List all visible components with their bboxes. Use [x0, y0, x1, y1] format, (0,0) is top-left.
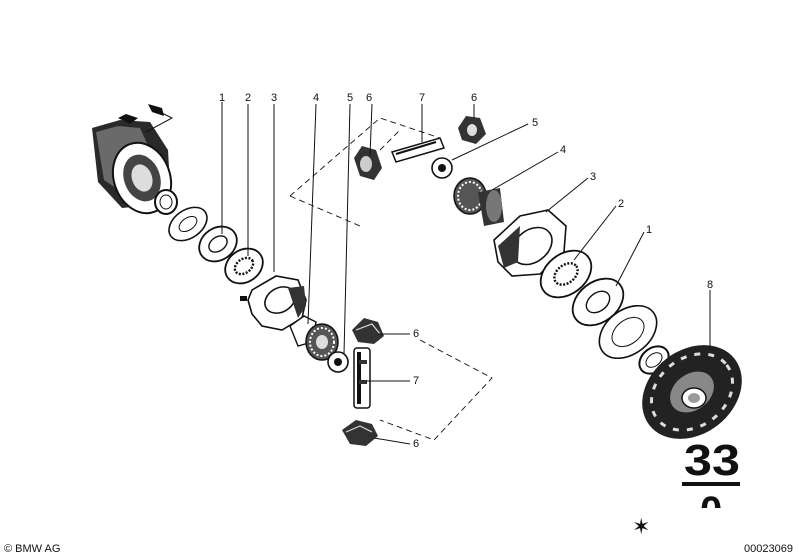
spacer-ring-left — [327, 351, 349, 373]
callout-7-lower: 7 — [413, 375, 419, 387]
callout-1-left: 1 — [219, 92, 225, 104]
pinion-shaft-lower — [353, 347, 371, 409]
callout-2-left: 2 — [245, 92, 251, 104]
thrust-washer-right — [598, 304, 658, 360]
differential-cover — [642, 345, 742, 439]
group-number: 33 — [684, 436, 740, 485]
callout-3-right: 3 — [590, 171, 596, 183]
callout-5-right: 5 — [532, 117, 538, 129]
friction-disc-2-left — [224, 247, 264, 285]
planet-gear-lower-bottom — [342, 420, 378, 446]
callout-8: 8 — [707, 279, 713, 291]
housing-bolt — [145, 104, 174, 133]
friction-disc-1-left — [198, 225, 238, 263]
friction-disc-2-right — [539, 249, 593, 299]
planet-gear-lower-top — [352, 318, 384, 344]
leader-lines — [221, 102, 711, 445]
planet-gear-upper-left — [354, 146, 382, 180]
callout-2-right: 2 — [618, 198, 624, 210]
small-seal-ring — [154, 189, 178, 215]
callout-6-lower-top: 6 — [413, 328, 419, 340]
planet-gear-upper-right — [458, 116, 486, 144]
differential-housing — [92, 114, 173, 215]
callout-6-upper-left: 6 — [366, 92, 372, 104]
image-id-label: 00023069 — [744, 543, 793, 555]
callout-1-right: 1 — [646, 224, 652, 236]
side-gear-right — [453, 177, 504, 226]
callout-3-left: 3 — [271, 92, 277, 104]
copyright-label: © BMW AG — [4, 543, 61, 555]
assembly-dashed-lines — [289, 117, 493, 441]
callout-7-upper: 7 — [419, 92, 425, 104]
spacer-ring-right — [431, 157, 453, 179]
pinion-shaft-upper — [390, 137, 446, 163]
callout-4-left: 4 — [313, 92, 319, 104]
thrust-washer-left — [168, 206, 208, 242]
pressure-ring-right — [493, 209, 567, 277]
callouts: 1 2 3 4 5 6 7 6 5 4 3 2 1 8 6 7 6 — [219, 92, 713, 450]
group-number-divider — [682, 482, 740, 486]
star-icon: ✶ — [632, 514, 651, 539]
callout-4-right: 4 — [560, 144, 566, 156]
callout-6-upper-right: 6 — [471, 92, 477, 104]
side-gear-left — [289, 315, 339, 361]
callout-6-lower-bottom: 6 — [413, 438, 419, 450]
pressure-ring-left — [240, 275, 307, 331]
callout-5-left: 5 — [347, 92, 353, 104]
